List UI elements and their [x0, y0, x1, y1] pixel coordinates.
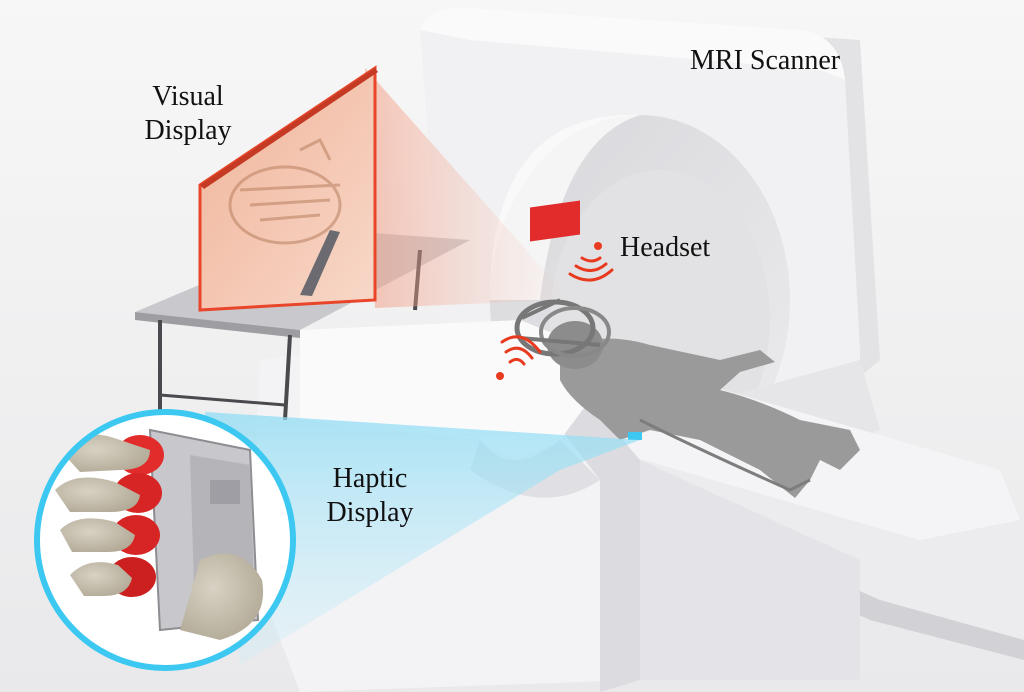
- headset-device: [514, 200, 611, 358]
- haptic-callout-cone: [205, 412, 640, 665]
- label-haptic-display-line2: Display: [326, 497, 414, 528]
- connector-icon: [628, 432, 642, 440]
- label-mri-scanner-text: MRI Scanner: [690, 45, 841, 76]
- projection-beam: [365, 68, 560, 308]
- label-haptic-display-line1: Haptic: [332, 463, 408, 494]
- wireless-signal-icon: [568, 242, 614, 282]
- label-visual-display-line2: Display: [144, 115, 232, 146]
- label-headset: Headset: [620, 231, 710, 265]
- wireless-signal-icon-lower: [496, 335, 542, 380]
- label-headset-text: Headset: [620, 232, 711, 263]
- visual-display-monitor: [198, 65, 378, 312]
- label-visual-display-line1: Visual: [152, 81, 224, 112]
- label-haptic-display: Haptic Display: [300, 462, 440, 530]
- headset-red-module: [530, 200, 580, 242]
- haptic-display-callout: [34, 409, 296, 671]
- label-mri-scanner: MRI Scanner: [690, 44, 840, 78]
- label-visual-display: Visual Display: [128, 80, 248, 148]
- patient-figure: [547, 321, 860, 498]
